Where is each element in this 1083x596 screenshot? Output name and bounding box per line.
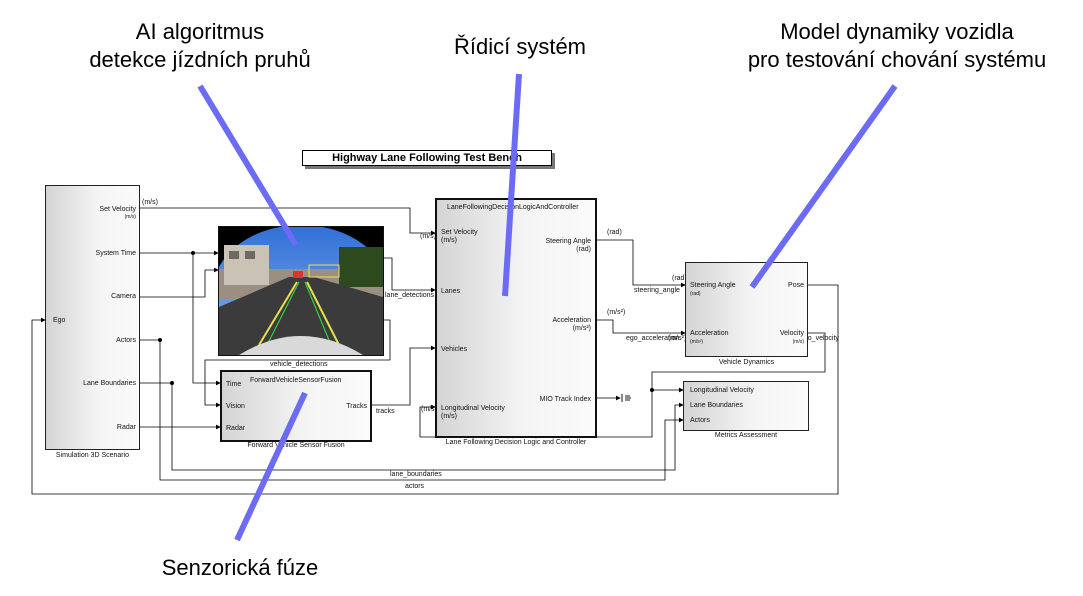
callout-vehicle-model: Model dynamiky vozidla pro testování cho…: [712, 18, 1082, 74]
wire-system-time: [140, 252, 221, 386]
wire-acceleration: [597, 319, 686, 336]
port-system-time: System Time: [95, 250, 136, 257]
controller-port-long-velocity-unit: (m/s): [441, 413, 457, 420]
callout-model-line2: pro testování chování systému: [747, 47, 1047, 72]
controller-port-acceleration: Acceleration: [552, 317, 591, 324]
wire-vehicle-detections: [204, 319, 391, 408]
port-ego: Ego: [53, 317, 66, 324]
signal-long-velocity-unit: (m/s): [421, 406, 437, 413]
metrics-port-lane-boundaries: Lane Boundaries: [690, 402, 743, 409]
fusion-name: Forward Vehicle Sensor Fusion: [247, 442, 345, 449]
controller-port-long-velocity: Longitudinal Velocity: [441, 405, 505, 412]
signal-vehicle-detections: vehicle_detections: [270, 361, 328, 368]
vehicle-port-pose: Pose: [788, 282, 804, 289]
callout-ai-line2: detekce jízdních pruhů: [89, 47, 311, 72]
terminator-icon: [621, 394, 631, 402]
vehicle-port-velocity: Velocity: [779, 330, 804, 337]
wire-tracks: [372, 345, 436, 406]
signal-ego-velocity: ego_velocity: [800, 335, 839, 342]
signal-set-velocity-unit: (m/s): [142, 199, 158, 206]
vehicle-port-steering: Steering Angle: [690, 282, 736, 289]
signal-lane-detections: lane_detections: [385, 292, 435, 299]
wire-lane-detections: [382, 257, 436, 293]
port-set-velocity: Set Velocity: [99, 206, 136, 213]
callout-model-line1: Model dynamiky vozidla: [780, 19, 1014, 44]
controller-port-lanes: Lanes: [441, 288, 461, 295]
port-radar: Radar: [116, 424, 136, 431]
vehicle-port-velocity-unit: (m/s): [792, 339, 804, 345]
lane-detection-image[interactable]: [218, 226, 384, 356]
controller-port-mio: MIO Track Index: [539, 396, 591, 403]
fusion-title: ForwardVehicleSensorFusion: [250, 377, 342, 384]
controller-port-vehicles: Vehicles: [441, 346, 468, 353]
port-actors: Actors: [116, 337, 136, 344]
callout-control-system: Řídicí systém: [453, 34, 587, 59]
signal-ego-acceleration: ego_acceleration: [626, 335, 680, 342]
port-lane-boundaries: Lane Boundaries: [83, 380, 136, 387]
port-set-velocity-unit: (m/s): [124, 214, 136, 220]
signal-set-velocity-unit-2: (m/s): [420, 233, 436, 240]
fusion-port-radar: Radar: [226, 425, 246, 432]
scenario-block[interactable]: Set Velocity (m/s) System Time Camera Ac…: [45, 185, 140, 450]
vehicle-port-acceleration: Acceleration: [690, 330, 729, 337]
fusion-port-vision: Vision: [226, 403, 245, 410]
metrics-name: Metrics Assessment: [714, 432, 778, 439]
vehicle-port-steering-unit: (rad): [690, 291, 701, 297]
metrics-port-long-velocity: Longitudinal Velocity: [690, 387, 754, 394]
controller-block[interactable]: LaneFollowingDecisionLogicAndController …: [435, 198, 597, 438]
callout-ai-algorithm: AI algoritmus detekce jízdních pruhů: [60, 18, 340, 74]
bench-title: Highway Lane Following Test Bench: [302, 150, 552, 166]
signal-steering-unit-2: (rad): [672, 275, 687, 282]
controller-port-steering: Steering Angle: [545, 238, 591, 245]
fusion-port-time: Time: [226, 381, 242, 388]
wire-velocity: [419, 332, 826, 438]
metrics-block[interactable]: Longitudinal Velocity Lane Boundaries Ac…: [683, 381, 809, 431]
wire-actors: [140, 339, 684, 481]
controller-port-steering-unit: (rad): [576, 246, 591, 253]
wire-lane-boundaries: [140, 382, 684, 471]
signal-actors: actors: [405, 483, 425, 490]
port-camera: Camera: [111, 293, 136, 300]
metrics-port-actors: Actors: [690, 417, 710, 424]
signal-accel-unit: (m/s²): [607, 309, 626, 316]
controller-port-set-velocity: Set Velocity: [441, 229, 478, 236]
controller-port-set-velocity-unit: (m/s): [441, 237, 457, 244]
sensor-fusion-block[interactable]: ForwardVehicleSensorFusion Time Vision R…: [220, 370, 372, 442]
vehicle-port-acceleration-unit: (m/s²): [690, 339, 704, 345]
wire-camera: [140, 267, 219, 298]
controller-port-acceleration-unit: (m/s²): [572, 325, 591, 332]
signal-accel-unit-2: (m/s²): [668, 335, 687, 342]
signal-steering-angle: steering_angle: [634, 287, 680, 294]
fusion-port-tracks: Tracks: [346, 403, 367, 410]
signal-steering-unit: (rad): [607, 229, 622, 236]
controller-title: LaneFollowingDecisionLogicAndController: [447, 204, 579, 211]
signal-lane-boundaries: lane_boundaries: [390, 471, 442, 478]
callout-ai-line1: AI algoritmus: [135, 19, 265, 44]
vehicle-dynamics-block[interactable]: Steering Angle (rad) Acceleration (m/s²)…: [685, 262, 808, 357]
road-scene-image: [219, 227, 383, 355]
vehicle-dynamics-name: Vehicle Dynamics: [718, 359, 775, 366]
callout-sensor-fusion: Senzorická fúze: [161, 555, 319, 580]
wire-steering: [597, 239, 686, 288]
controller-name: Lane Following Decision Logic and Contro…: [445, 439, 587, 446]
scenario-name: Simulation 3D Scenario: [55, 452, 130, 459]
signal-tracks: tracks: [376, 408, 395, 415]
